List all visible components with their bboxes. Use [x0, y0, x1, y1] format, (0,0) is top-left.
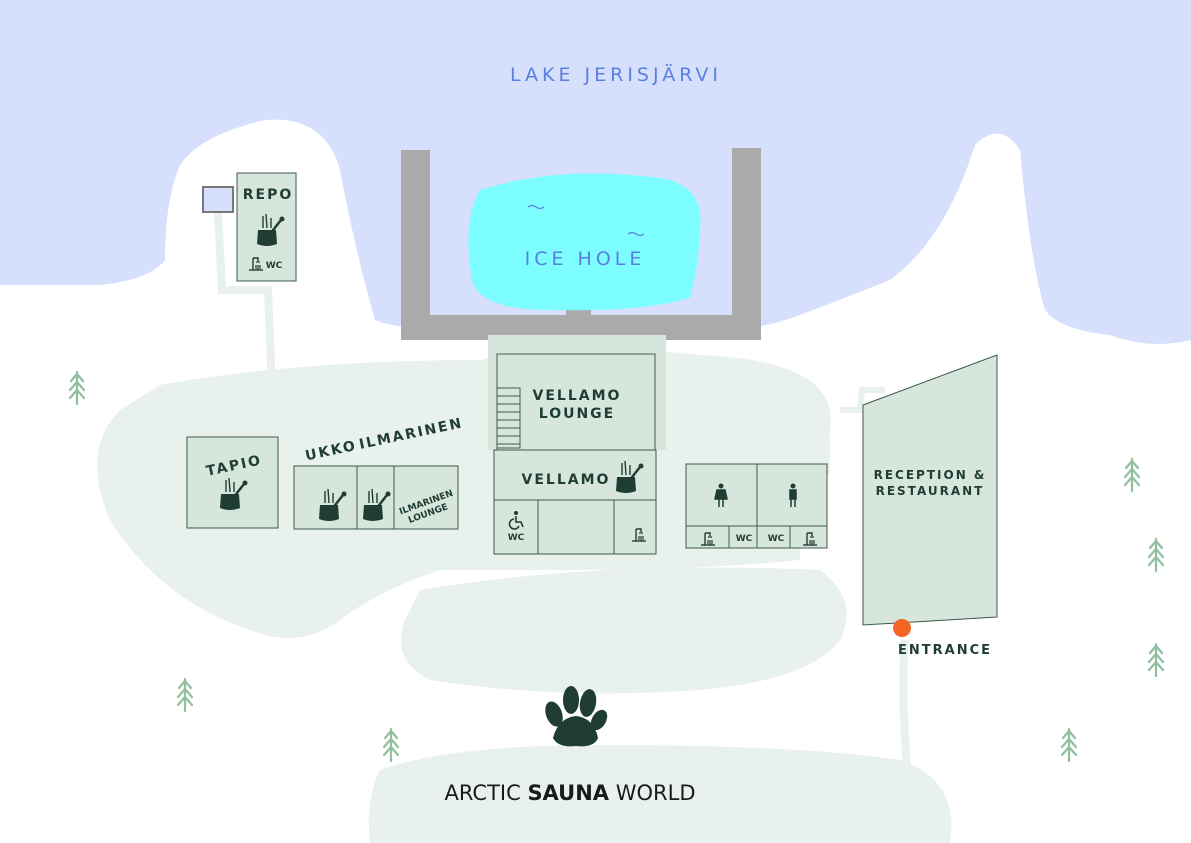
brand-part-2: SAUNA	[527, 781, 609, 805]
lake	[0, 0, 1191, 344]
repo-hot-tub	[202, 186, 234, 213]
tree-icon	[1060, 727, 1078, 763]
tree-icon	[1123, 457, 1141, 493]
female-icon	[714, 483, 728, 507]
vellamo-lounge-label-1: VELLAMO	[533, 388, 622, 404]
tree-icon	[1147, 537, 1165, 573]
tree-icon	[176, 677, 194, 713]
entrance-label: ENTRANCE	[898, 643, 992, 658]
changing-wc-left-label: WC	[736, 534, 753, 544]
ice-hole	[468, 173, 701, 311]
tree-icon	[1147, 642, 1165, 678]
ice-hole-label: ICE HOLE	[525, 248, 646, 270]
pier	[401, 148, 761, 340]
reception-label-2: RESTAURANT	[876, 484, 985, 498]
tree-icon	[68, 370, 86, 406]
tapio-building[interactable]	[186, 436, 279, 529]
lake-label: LAKE JERISJÄRVI	[510, 63, 722, 86]
stairs	[496, 387, 521, 449]
tree-icon	[382, 727, 400, 763]
accessible-icon	[508, 511, 524, 530]
repo-wc-label: WC	[266, 261, 283, 271]
entrance-marker-icon[interactable]	[893, 619, 911, 637]
vellamo-lounge-label-2: LOUNGE	[539, 406, 615, 422]
reception-label-1: RECEPTION &	[874, 468, 987, 482]
changing-wc-right-label: WC	[768, 534, 785, 544]
vellamo-label: VELLAMO	[522, 472, 611, 488]
brand-part-1: ARCTIC	[445, 781, 528, 805]
male-icon	[789, 483, 797, 507]
vellamo-wc-label: WC	[508, 533, 525, 543]
brand-part-3: WORLD	[609, 781, 695, 805]
vellamo-sauna-building[interactable]	[493, 449, 657, 555]
brand-wordmark: ARCTIC SAUNA WORLD	[445, 781, 696, 805]
paw-logo-icon	[545, 686, 608, 747]
reception-building[interactable]	[862, 354, 998, 626]
repo-label: REPO	[243, 187, 294, 203]
